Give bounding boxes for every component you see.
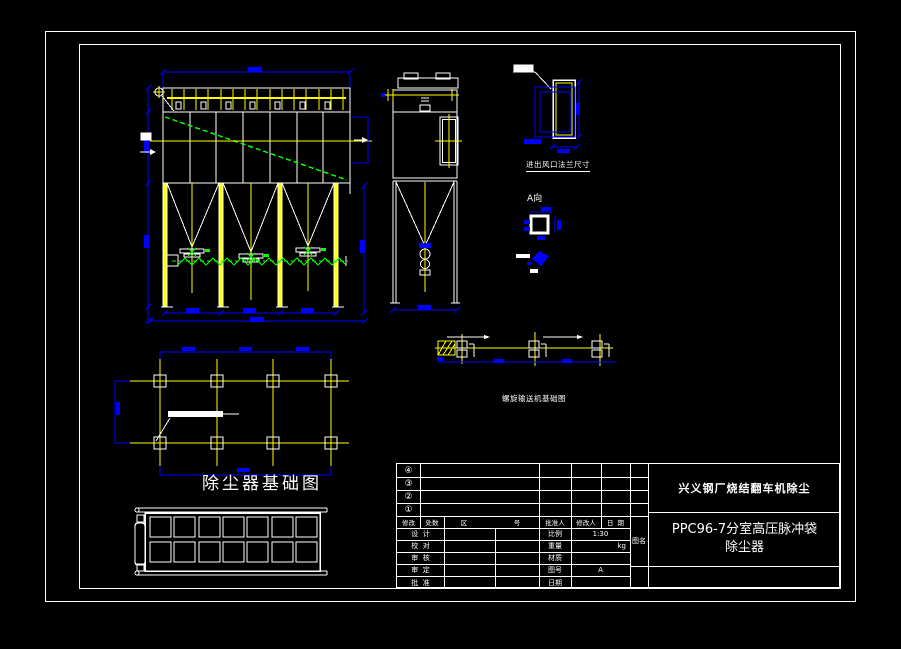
inner-border bbox=[79, 44, 841, 589]
rev-circle-2: ② bbox=[404, 491, 413, 502]
bag-cells bbox=[149, 516, 318, 563]
front-dimension-texts bbox=[144, 67, 365, 322]
row-review-label: 审 核 bbox=[411, 554, 430, 562]
field-material-label: 材质 bbox=[548, 554, 562, 562]
date-value bbox=[571, 576, 630, 589]
flow-arrow-2 bbox=[577, 335, 583, 339]
flange-dimension-texts bbox=[524, 103, 580, 153]
inlet-arrow bbox=[150, 149, 156, 155]
front-view bbox=[140, 67, 372, 325]
header-modify: 修改 bbox=[402, 519, 415, 527]
collector-foundation-label: 除尘器基础图 bbox=[202, 474, 322, 494]
lug-plate bbox=[532, 251, 549, 266]
flange-opening bbox=[555, 82, 573, 136]
drawingno-value: A bbox=[598, 566, 603, 574]
side-view bbox=[381, 72, 462, 314]
lug-label-blob bbox=[516, 254, 530, 258]
blow-pipes bbox=[153, 86, 346, 110]
field-weight-label: 重量 bbox=[548, 542, 562, 550]
row-approve-label: 批 准 bbox=[411, 578, 430, 587]
header-modifier: 修改人 bbox=[576, 519, 596, 527]
a-view-label: A向 bbox=[527, 194, 543, 204]
hoppers bbox=[166, 182, 351, 253]
flange-duct bbox=[534, 78, 583, 151]
row-check-label: 校 对 bbox=[411, 542, 430, 550]
lug-mark bbox=[530, 269, 538, 273]
side-dimension-texts bbox=[381, 93, 431, 310]
screw-dimension-texts bbox=[437, 357, 572, 363]
sheet-name-label: 图名 bbox=[632, 537, 646, 545]
valve-marks bbox=[187, 246, 313, 262]
drawing-title: PPC96-7分室高压脉冲袋 除尘器 bbox=[648, 512, 841, 566]
discharge-valves bbox=[179, 247, 321, 263]
flow-arrow-1 bbox=[484, 335, 490, 339]
flange-leader bbox=[513, 64, 552, 90]
foundation-dimension-texts bbox=[116, 347, 309, 472]
foundation-plan bbox=[114, 347, 349, 476]
field-date-label: 日期 bbox=[548, 578, 562, 587]
title-block: ④ ③ ② ① 修改 处数 区 号 批准人 修改人 日 期 设 计 校 对 审 … bbox=[396, 463, 841, 589]
lug-dim bbox=[527, 262, 531, 265]
side-actuator bbox=[134, 522, 146, 566]
drawing-title-line2: 除尘器 bbox=[724, 540, 764, 555]
screw-conveyor bbox=[166, 254, 348, 267]
inlet-markers bbox=[140, 95, 175, 153]
material-value bbox=[571, 552, 630, 564]
a-view-detail bbox=[524, 207, 561, 240]
a-view-plate bbox=[529, 214, 550, 235]
rev-circle-1: ① bbox=[404, 504, 413, 515]
header-approver: 批准人 bbox=[545, 519, 565, 527]
field-scale-label: 比例 bbox=[548, 530, 562, 538]
screw-foundation-view bbox=[435, 332, 616, 366]
header-zone: 区 bbox=[460, 519, 468, 527]
screw-foundation-label: 螺旋输送机基础图 bbox=[502, 394, 566, 403]
flange-detail bbox=[513, 64, 583, 153]
lug-detail bbox=[516, 251, 549, 273]
column-footings bbox=[153, 374, 338, 450]
hopper-centerlines bbox=[191, 183, 309, 300]
anchor-plates bbox=[447, 336, 610, 358]
top-view bbox=[134, 507, 328, 576]
company-name: 兴义钢厂烧结翻车机除尘 bbox=[678, 482, 811, 495]
scale-value: 1:30 bbox=[592, 530, 609, 538]
drawing-title-line1: PPC96-7分室高压脉冲袋 bbox=[671, 522, 818, 538]
row-design-label: 设 计 bbox=[411, 530, 430, 538]
pulse-valve-symbol bbox=[154, 87, 164, 97]
flange-detail-label: 进出风口法兰尺寸 bbox=[526, 160, 590, 173]
filter-body bbox=[162, 111, 351, 184]
header-count: 处数 bbox=[425, 519, 439, 527]
valve-dots bbox=[205, 248, 326, 257]
field-drawingno-label: 图号 bbox=[548, 566, 562, 574]
conveyor-footprint bbox=[168, 411, 223, 417]
outlet-arrow bbox=[362, 137, 368, 143]
a-view-dimension-texts bbox=[524, 207, 561, 240]
weight-value: kg bbox=[617, 542, 627, 550]
header-number: 号 bbox=[513, 519, 521, 527]
outer-border bbox=[45, 31, 856, 602]
a-view-dimensions bbox=[529, 211, 556, 233]
rev-circle-4: ④ bbox=[404, 465, 413, 476]
side-centerlines bbox=[384, 89, 462, 292]
diagonal-reference-line bbox=[164, 116, 348, 181]
discharge-cap bbox=[419, 243, 431, 248]
header-date: 日 期 bbox=[606, 519, 625, 527]
rev-circle-3: ③ bbox=[404, 478, 413, 489]
row-verify-label: 审 定 bbox=[411, 566, 430, 574]
